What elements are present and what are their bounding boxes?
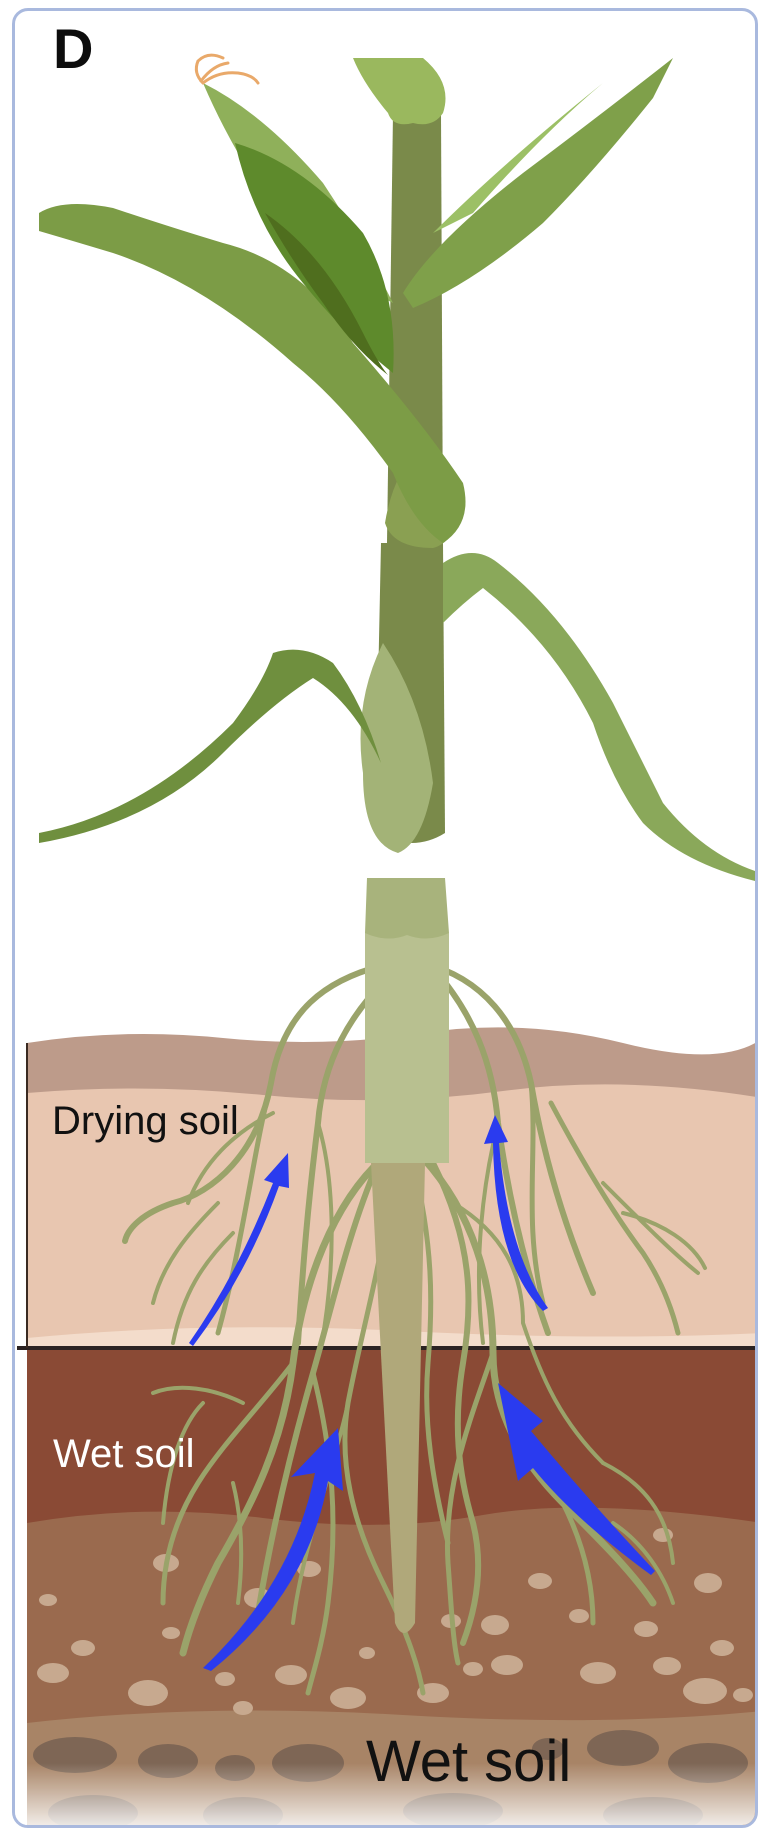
stem-collar <box>365 878 449 939</box>
panel-letter: D <box>53 21 93 77</box>
stem-base <box>365 933 449 1133</box>
figure-panel: D Drying soil Wet soil Wet soil <box>12 8 758 1828</box>
leaf-top-sheath <box>353 58 446 124</box>
leaf-lower-right <box>443 553 755 881</box>
wet-soil-label: Wet soil <box>53 1434 195 1474</box>
silk-icon <box>196 55 258 83</box>
deep-wet-soil-label: Wet soil <box>366 1733 571 1791</box>
leaf-lower-left <box>39 650 381 843</box>
plant-illustration <box>15 11 758 1828</box>
drying-soil-label: Drying soil <box>52 1101 239 1141</box>
